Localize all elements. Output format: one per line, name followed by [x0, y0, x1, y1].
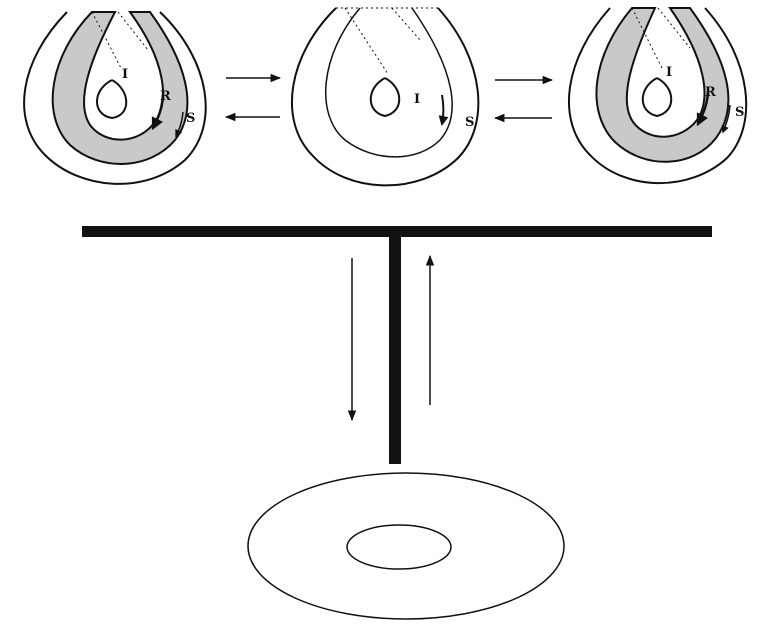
label-inner: I	[122, 67, 128, 82]
label-inner: I	[414, 92, 420, 107]
annulus-inner	[347, 525, 451, 569]
flow-arrow-s	[442, 95, 444, 124]
inner-boundary	[97, 80, 126, 118]
label-outer: S	[465, 115, 474, 130]
label-middle: R	[705, 85, 716, 100]
label-middle: R	[160, 89, 171, 104]
label-outer: S	[735, 105, 744, 120]
panel-right: I R S	[569, 8, 746, 183]
label-outer: S	[186, 111, 195, 126]
vertical-bar	[389, 232, 401, 464]
transition-middle-right	[495, 80, 552, 118]
panel-middle: I S	[292, 8, 478, 185]
annulus	[248, 473, 564, 619]
label-inner: I	[666, 65, 672, 80]
panel-left: I R S	[24, 12, 206, 184]
inner-boundary	[643, 78, 672, 116]
inner-boundary	[371, 78, 400, 116]
transition-left-middle	[226, 78, 280, 117]
